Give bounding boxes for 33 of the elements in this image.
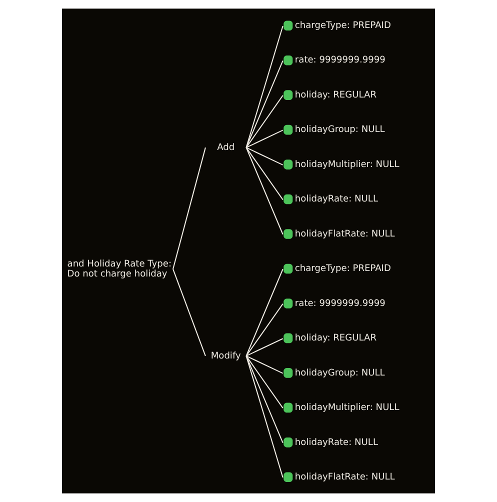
connector — [246, 338, 284, 356]
node-text: Add — [217, 142, 235, 153]
connector — [246, 356, 284, 478]
connector — [246, 355, 284, 374]
node-label: chargeType: PREPAID — [294, 20, 391, 31]
connector — [246, 268, 284, 356]
connector — [246, 147, 284, 235]
node-label: holidayFlatRate: NULL — [294, 472, 395, 482]
node-label: holidayGroup: NULL — [294, 368, 385, 378]
node-label: holidayGroup: NULL — [294, 125, 385, 136]
node-label: holidayMultiplier: NULL — [294, 403, 400, 414]
connector — [246, 95, 284, 148]
connector — [246, 356, 284, 443]
connector — [246, 130, 284, 148]
node-label: holiday: REGULAR — [294, 334, 376, 344]
connector — [172, 147, 206, 270]
connector — [246, 147, 284, 200]
node-label: holidayRate: NULL — [294, 194, 378, 205]
connector — [246, 60, 284, 148]
connector — [246, 26, 284, 148]
node-label: holidayMultiplier: NULL — [294, 160, 400, 170]
connector — [246, 356, 284, 408]
node-label: holidayRate: NULL — [294, 438, 378, 448]
node-text: and Holiday Rate Type: Do not charge holiday — [67, 260, 172, 280]
node-text: Modify — [210, 351, 241, 362]
node-label: rate: 9999999.9999 — [294, 56, 386, 66]
connector — [172, 268, 206, 356]
connector — [246, 147, 284, 166]
node-label: holiday: REGULAR — [294, 90, 376, 100]
node-label: rate: 9999999.9999 — [294, 298, 386, 309]
node-label: chargeType: PREPAID — [294, 264, 391, 274]
node-label: holidayFlatRate: NULL — [294, 229, 395, 240]
connector — [246, 304, 284, 356]
